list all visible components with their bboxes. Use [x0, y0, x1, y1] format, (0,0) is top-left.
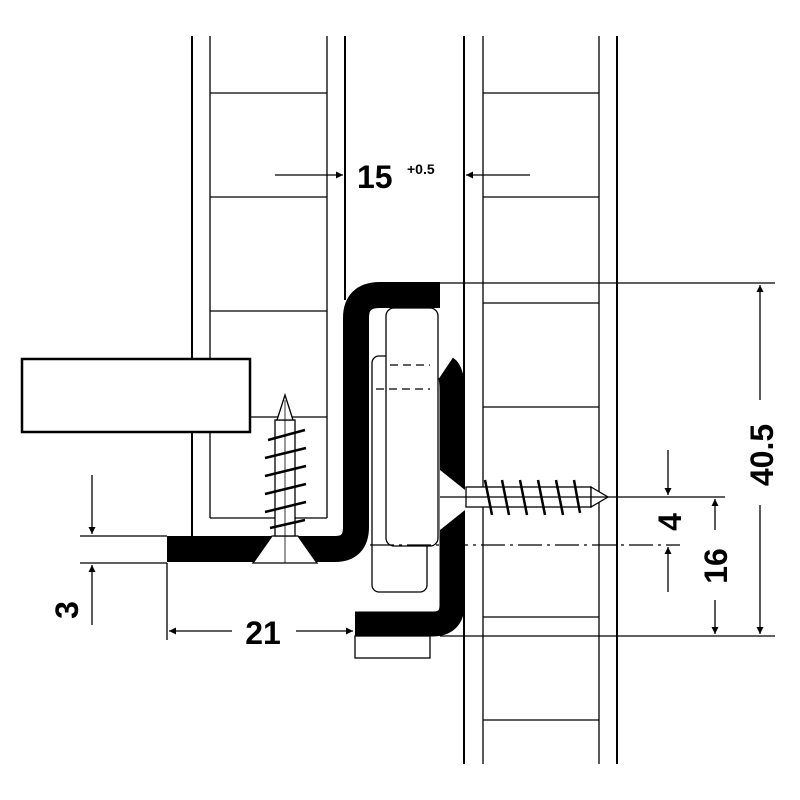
- dim-15-label: 15: [357, 159, 393, 195]
- dim-21-label: 21: [245, 615, 281, 651]
- dim-15-tolerance: +0.5: [407, 161, 435, 177]
- left-panel: [191, 36, 346, 536]
- screw-recess: [440, 470, 465, 530]
- roller: [371, 307, 439, 593]
- dim-gap-width: 15 +0.5: [275, 159, 530, 195]
- dim-base-thickness: 3: [49, 475, 167, 625]
- dim-4-label: 4: [652, 513, 688, 531]
- drawer-side: [20, 357, 252, 434]
- dim-16-label: 16: [698, 548, 734, 584]
- cabinet-bracket: [355, 357, 465, 637]
- dim-3-label: 3: [49, 601, 85, 619]
- vertical-screw: [251, 392, 319, 564]
- bottom-foot: [354, 635, 431, 659]
- dim-40-5-label: 40.5: [744, 424, 780, 486]
- dim-screw-offset: 4: [652, 450, 688, 592]
- dim-screw-height: 16: [698, 499, 734, 634]
- drawer-bracket: [167, 282, 440, 562]
- right-panel: [463, 36, 618, 764]
- dim-height: 40.5: [440, 282, 780, 637]
- dim-setback: 21: [166, 563, 353, 651]
